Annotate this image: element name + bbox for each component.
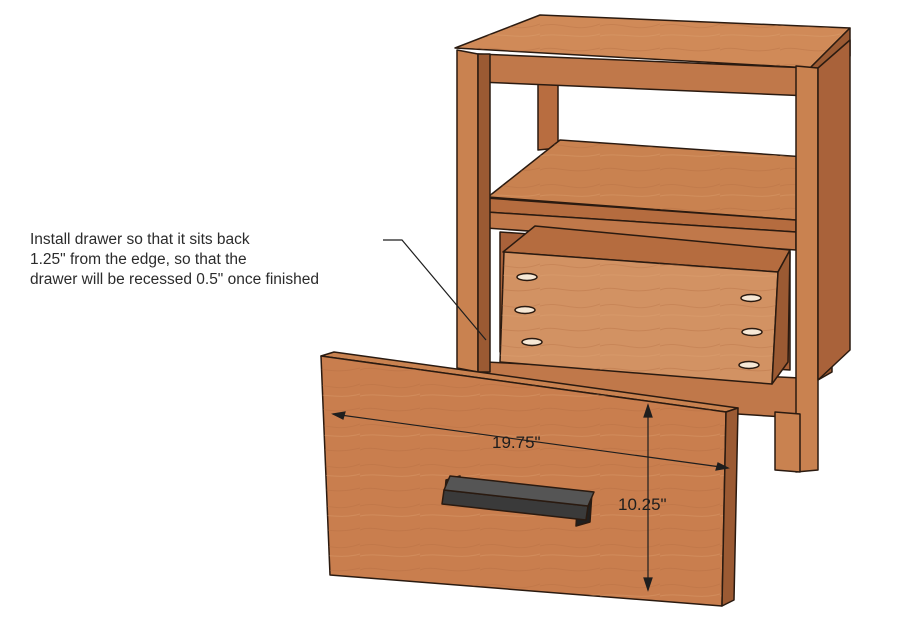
width-dimension-label: 19.75" bbox=[492, 433, 541, 452]
pocket-hole bbox=[514, 305, 536, 315]
pocket-hole bbox=[516, 272, 538, 282]
pocket-hole bbox=[740, 293, 762, 303]
drawer-front-side-edge bbox=[721, 407, 739, 607]
drawer-handle-icon bbox=[441, 475, 595, 527]
width-dimension-line bbox=[332, 413, 729, 469]
pocket-hole bbox=[521, 337, 543, 347]
install-annotation: Install drawer so that it sits back 1.25… bbox=[30, 230, 390, 290]
annotation-line: Install drawer so that it sits back bbox=[30, 231, 250, 248]
front-right-leg bbox=[795, 65, 819, 473]
annotation-line: drawer will be recessed 0.5" once finish… bbox=[30, 271, 319, 288]
annotation-leader-line bbox=[383, 239, 487, 341]
side-right-apron bbox=[817, 39, 851, 381]
pocket-hole bbox=[741, 327, 763, 337]
drawer-box-side bbox=[771, 249, 791, 385]
height-dimension-label: 10.25" bbox=[618, 495, 667, 514]
pocket-hole bbox=[738, 360, 760, 370]
annotation-line: 1.25" from the edge, so that the bbox=[30, 251, 247, 268]
front-left-leg bbox=[456, 49, 479, 373]
